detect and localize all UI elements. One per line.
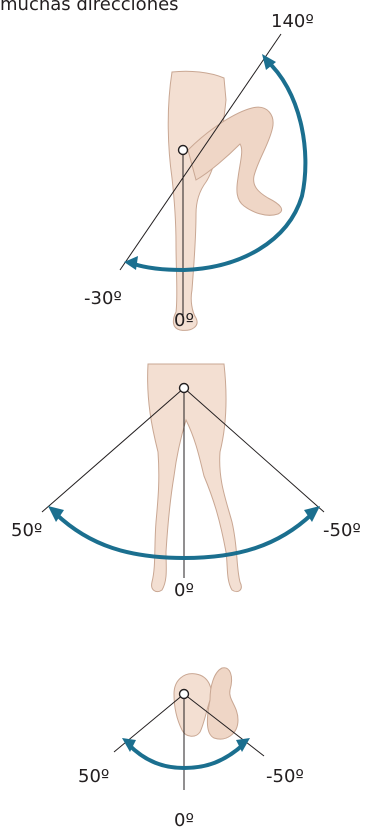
figure-standing-leg — [167, 70, 227, 331]
abduction-arrow-arc — [54, 512, 314, 561]
flexion-arrow-arc — [132, 58, 308, 273]
panel-rotation — [113, 667, 265, 790]
axis-line-rotation-left — [113, 693, 185, 753]
label-adduction-minus50: -50º — [323, 520, 361, 541]
figure-legs-front — [147, 363, 242, 593]
axis-line-abduction-left — [41, 387, 185, 513]
label-rotation-minus50: -50º — [266, 766, 304, 787]
axis-line-flexion — [119, 33, 282, 271]
label-rotation-0: 0º — [174, 810, 194, 831]
arrowhead-50 — [48, 506, 64, 522]
label-rotation-50: 50º — [78, 766, 110, 787]
label-abduction-50: 50º — [11, 520, 43, 541]
figure-top-view — [173, 673, 212, 737]
arrowhead-minus50 — [304, 506, 320, 522]
label-abduction-0: 0º — [174, 580, 194, 601]
figure-top-view-foot — [206, 667, 239, 740]
arrowhead-rot-minus50 — [236, 738, 250, 752]
panel-abduction — [41, 363, 325, 593]
axis-line-abduction-right — [183, 387, 325, 513]
panel-flexion — [119, 33, 308, 331]
figure-raised-leg — [187, 106, 283, 216]
axis-line-rotation-right — [183, 693, 265, 757]
rotation-arrow-arc — [126, 742, 246, 771]
arrowhead-minus30 — [124, 256, 138, 270]
label-flexion-0: 0º — [174, 310, 194, 331]
hip-pivot-2 — [178, 382, 190, 394]
arrowhead-140 — [262, 54, 276, 70]
hip-pivot-3 — [178, 688, 190, 700]
label-extension-minus30: -30º — [84, 288, 122, 309]
caption-text: muchas direcciones — [0, 0, 179, 15]
hip-pivot-1 — [177, 144, 189, 156]
label-flexion-140: 140º — [271, 11, 314, 32]
arrowhead-rot-50 — [122, 738, 136, 752]
